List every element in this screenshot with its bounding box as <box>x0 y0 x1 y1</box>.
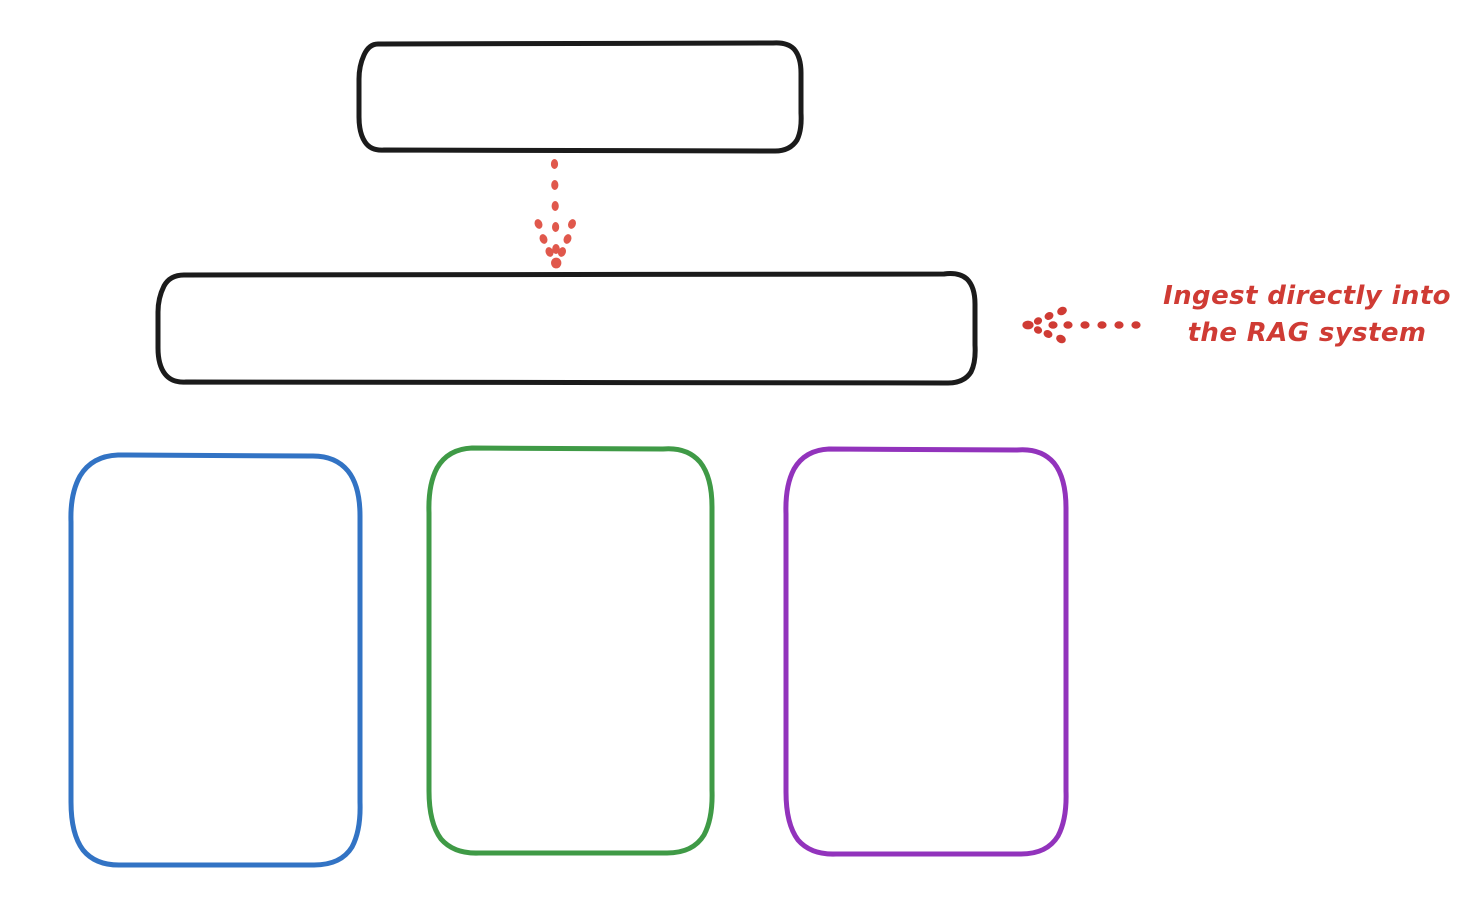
relational-io-node[interactable]: RelationalIO (insert_sql, query_sql) SQL… <box>781 444 1070 858</box>
agent-node[interactable]: AGENT <box>355 39 805 155</box>
agent-to-rag-connector <box>500 155 620 273</box>
key-value-io-label: KeyValueIO (set_key, delete_key, get) Ke… <box>451 560 689 739</box>
ingest-annotation: Ingest directly into the RAG system <box>1019 278 1469 370</box>
dotted-down-arrow-icon <box>534 159 576 269</box>
vector-io-label: VectorIO (insert_chunks, delete_chunks, … <box>101 552 329 767</box>
key-value-io-node[interactable]: KeyValueIO (set_key, delete_key, get) Ke… <box>424 443 716 857</box>
agent-label: AGENT <box>516 78 644 114</box>
relational-io-label: RelationalIO (insert_sql, query_sql) SQL… <box>834 561 1017 740</box>
rag-tool-node[interactable]: RAG Tool <box>154 270 980 386</box>
rag-tool-label: RAG Tool <box>490 309 644 344</box>
dotted-left-arrow-icon <box>1022 306 1141 344</box>
vector-io-node[interactable]: VectorIO (insert_chunks, delete_chunks, … <box>66 450 364 870</box>
ingest-annotation-text: Ingest directly into the RAG system <box>1163 281 1451 348</box>
